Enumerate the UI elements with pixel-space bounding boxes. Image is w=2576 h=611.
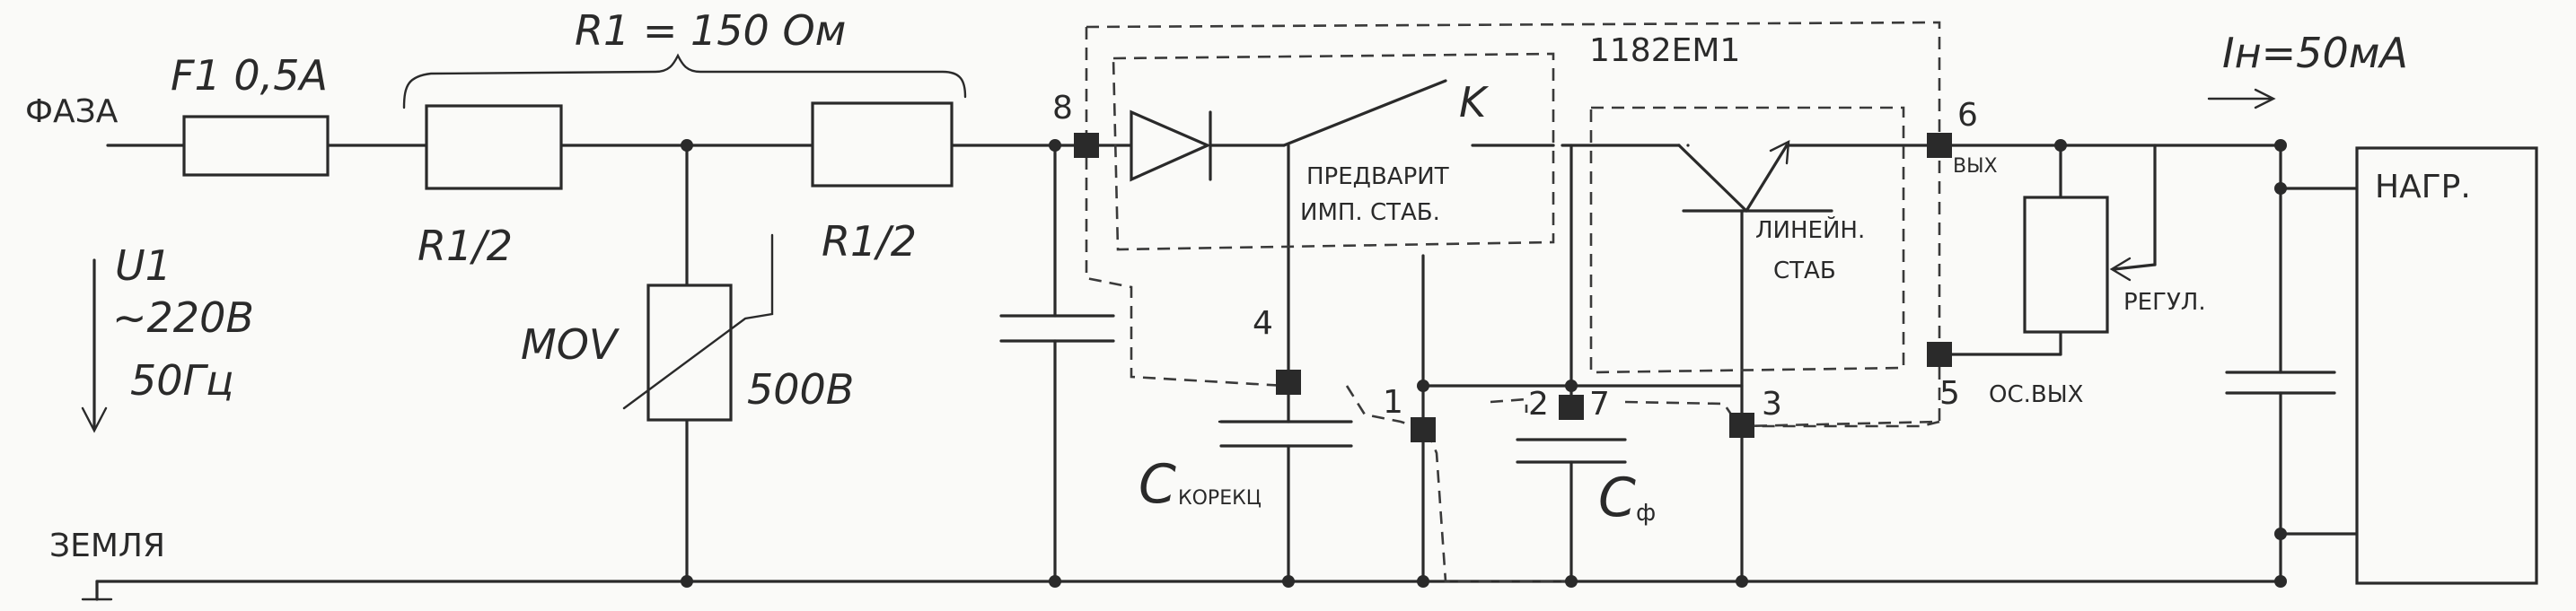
label-c-f-main: С [1598,467,1636,529]
label-lin-stab-1: ЛИНЕЙН. [1755,215,1865,244]
load-box [2355,146,2538,585]
junctions [681,139,2287,588]
potentiometer-regul [2023,196,2109,334]
label-regul: РЕГУЛ. [2123,289,2206,316]
label-lin-stab-2: СТАБ [1773,257,1836,284]
pin-8 [1074,133,1099,158]
pin-6 [1927,133,1952,158]
pin-4 [1276,370,1301,395]
capacitor-filter [1516,144,1627,583]
capacitor-input [999,314,1115,343]
label-u1-volt: ~220В [112,293,254,342]
resistor-r1-left [425,104,563,190]
voltage-arrow [81,258,108,433]
pin-1 [1411,417,1436,442]
label-switch-k: K [1459,78,1490,127]
label-mov-volt: 500В [747,365,854,414]
varistor-mov [622,233,774,422]
label-r1-half-b: R1/2 [822,217,917,266]
label-u1-freq: 50Гц [130,356,233,405]
pins [1074,133,1952,442]
pre-stab-block-outline [1112,52,1555,251]
label-pin-3: 3 [1762,386,1782,423]
label-r1-half-a: R1/2 [418,222,513,270]
label-c-corr-main: С [1139,453,1176,516]
fuse-f1 [182,115,330,177]
label-ground: ЗЕМЛЯ [49,528,165,564]
resistor-r1-right [811,101,954,188]
capacitor-output [2225,371,2336,395]
pin-5 [1927,342,1952,367]
label-pin-8: 8 [1052,90,1073,127]
label-r1-total: R1 = 150 Ом [575,6,846,55]
label-pin-7: 7 [1589,386,1610,423]
pin-2 [1559,395,1584,420]
pin-3 [1729,413,1754,438]
label-current: Iн=50мА [2222,29,2408,77]
ground-rail [81,580,2282,601]
label-pin-1: 1 [1383,384,1403,421]
label-c-f-sub: ф [1636,500,1656,527]
r1-brace [402,53,967,109]
label-pre-stab-2: ИМП. СТАБ. [1300,199,1440,226]
label-u1: U1 [115,241,171,290]
label-fuse: F1 0,5A [171,51,328,100]
label-pre-stab-1: ПРЕДВАРИТ [1306,163,1449,190]
label-c-corr-sub: КОРЕКЦ [1178,487,1262,510]
label-mov: MOV [521,320,620,369]
label-pin-2: 2 [1528,386,1549,423]
label-chip: 1182ЕМ1 [1589,32,1740,69]
linear-stab-block-outline [1589,106,1905,374]
diode [1130,109,1212,182]
label-out: ВЫХ [1953,155,1998,178]
label-fb: ОС.ВЫХ [1989,381,2083,408]
transistor-linear [1677,139,1833,583]
label-pin-5: 5 [1939,375,1960,412]
label-pin-6: 6 [1957,97,1978,134]
main-wires [106,79,2359,583]
label-load: НАГР. [2375,169,2471,205]
current-arrow [2207,88,2276,109]
label-pin-4: 4 [1253,305,1273,342]
label-phase: ФАЗА [25,93,119,130]
